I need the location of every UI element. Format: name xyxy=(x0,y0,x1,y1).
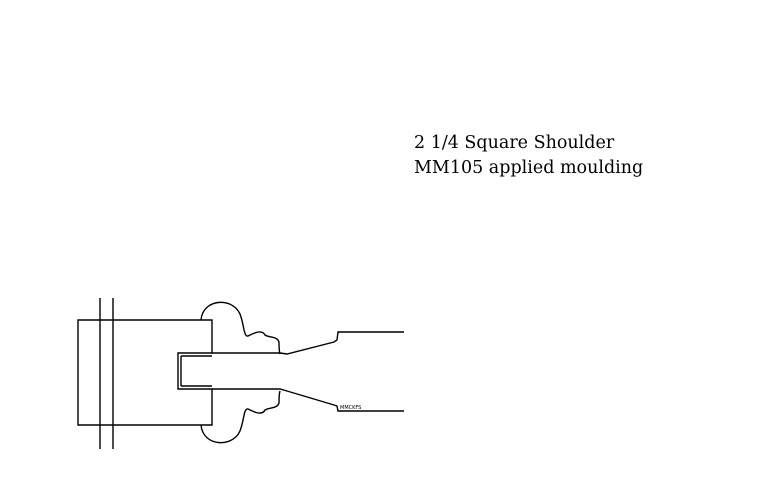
panel-edge-bottom xyxy=(212,388,404,412)
moulding-top-profile xyxy=(200,301,281,355)
caption-subtitle: MM105 applied moulding xyxy=(414,158,644,178)
caption-title: 2 1/4 Square Shoulder xyxy=(414,133,615,153)
stile xyxy=(99,298,114,449)
frame-left-block xyxy=(77,319,113,426)
panel-edge-top xyxy=(212,331,404,355)
applied-moulding-bottom xyxy=(200,390,281,444)
applied-moulding-top xyxy=(200,301,281,355)
moulding-bottom-profile xyxy=(200,390,281,444)
frame-body xyxy=(77,319,213,426)
panel-edge xyxy=(181,331,404,412)
stamp-text: MMCKFS xyxy=(340,405,361,411)
caption: 2 1/4 Square Shoulder MM105 applied moul… xyxy=(414,131,643,181)
frame-slot-outline xyxy=(113,319,213,426)
